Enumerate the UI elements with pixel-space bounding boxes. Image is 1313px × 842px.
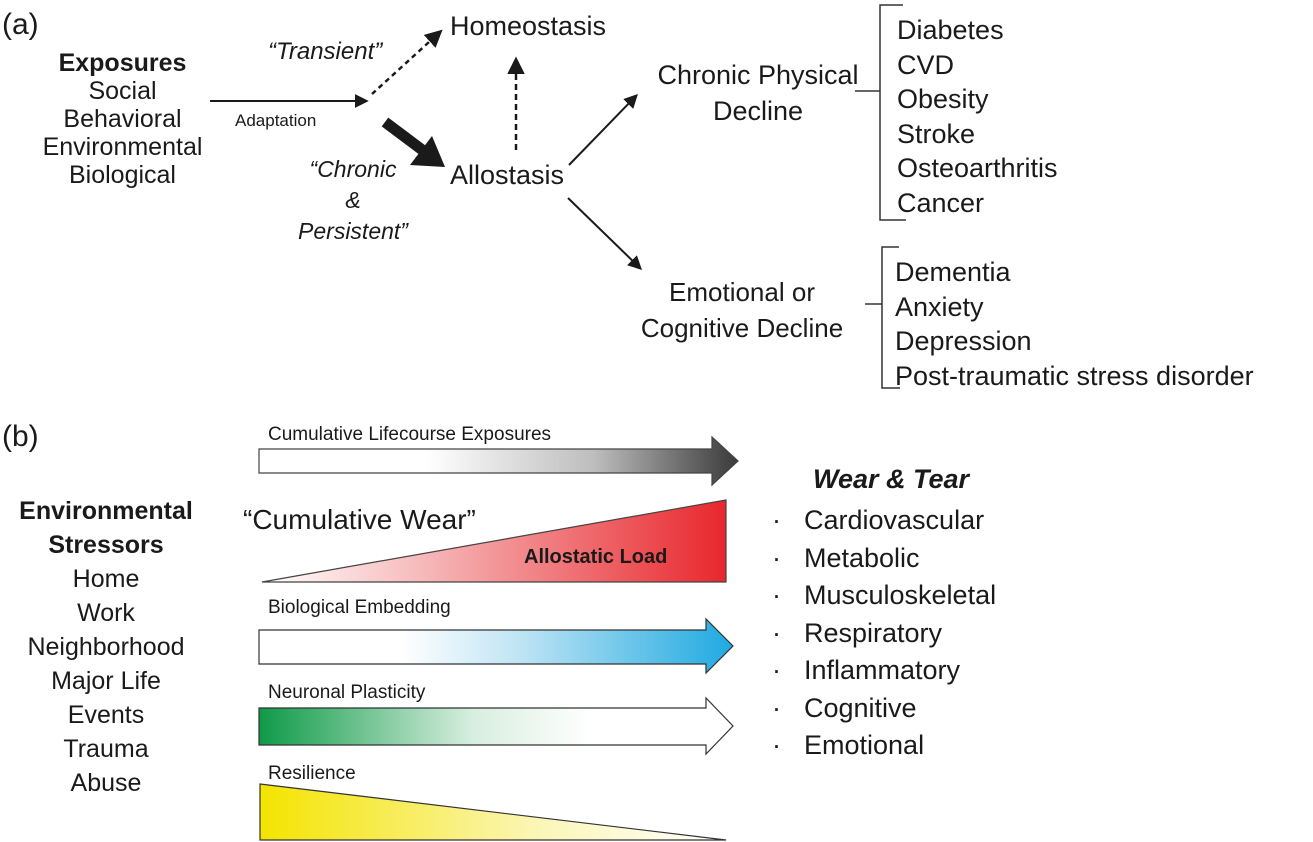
wear-tear-item: · Cognitive bbox=[772, 690, 996, 728]
exposures-title: Exposures bbox=[58, 49, 187, 77]
disorder-item: Depression bbox=[895, 326, 1032, 356]
wear-tear-item: · Cardiovascular bbox=[772, 502, 996, 540]
neuronal-plasticity-arrow bbox=[258, 696, 734, 756]
biological-embedding-arrow bbox=[258, 617, 734, 675]
wear-tear-title: Wear & Tear bbox=[813, 464, 970, 494]
wear-tear-item: · Metabolic bbox=[772, 540, 996, 578]
emotional-cognitive-node: Emotional or Cognitive Decline bbox=[612, 274, 872, 346]
disorder-item: Anxiety bbox=[895, 291, 984, 322]
wear-tear-list: · Cardiovascular · Metabolic · Musculoskele… bbox=[772, 502, 996, 765]
wear-tear-item-label: Emotional bbox=[804, 730, 925, 760]
cumulative-exposures-label: Cumulative Lifecourse Exposures bbox=[268, 424, 552, 445]
disease-item: Stroke bbox=[897, 118, 976, 149]
chronic-physical-title-line: Decline bbox=[712, 96, 804, 126]
stressors-title-line: Environmental bbox=[19, 497, 193, 525]
wear-tear-item: · Inflammatory bbox=[772, 652, 996, 690]
wear-tear-item: · Musculoskeletal bbox=[772, 577, 996, 615]
disease-item: Obesity bbox=[897, 84, 989, 114]
bullet-icon: · bbox=[772, 655, 781, 685]
stressor-item: Abuse bbox=[70, 769, 142, 797]
transient-label: “Transient” bbox=[268, 38, 383, 65]
stressor-item: Work bbox=[77, 599, 135, 627]
emotional-cognitive-title-line: Cognitive Decline bbox=[640, 313, 844, 343]
exposure-item: Social bbox=[88, 77, 157, 105]
bullet-icon: · bbox=[772, 542, 781, 573]
stressor-item: Home bbox=[72, 565, 140, 593]
panel-b-label: (b) bbox=[2, 420, 39, 453]
cumulative-exposures-arrow bbox=[258, 435, 739, 487]
chronic-physical-node: Chronic Physical Decline bbox=[640, 57, 876, 129]
wear-tear-item-label: Cardiovascular bbox=[804, 505, 985, 535]
disease-item: Diabetes bbox=[897, 15, 1004, 45]
chronic-label-line: & bbox=[345, 187, 361, 213]
chronic-physical-title-line: Chronic Physical bbox=[657, 60, 859, 90]
disorder-item: Post-traumatic stress disorder bbox=[895, 360, 1254, 391]
chronic-physical-list: Diabetes CVD Obesity Stroke Osteoarthrit… bbox=[897, 13, 1058, 220]
allostatic-load-label: Allostatic Load bbox=[524, 546, 668, 568]
chronic-physical-bracket bbox=[855, 4, 906, 221]
allostatic-load-wedge bbox=[261, 499, 727, 583]
emotional-cognitive-bracket bbox=[865, 246, 900, 389]
stressors-title-line: Stressors bbox=[48, 531, 164, 559]
stressor-item: Trauma bbox=[63, 735, 149, 763]
resilience-label: Resilience bbox=[268, 763, 356, 784]
stressor-item: Events bbox=[67, 701, 145, 729]
exposures-block: Exposures Social Behavioral Environmenta… bbox=[20, 49, 225, 189]
wear-tear-item-label: Respiratory bbox=[804, 617, 943, 648]
cumulative-wear-label: “Cumulative Wear” bbox=[243, 504, 476, 535]
disease-item: CVD bbox=[897, 49, 955, 80]
emotional-cognitive-title-line: Emotional or bbox=[669, 277, 815, 307]
neuronal-plasticity-label: Neuronal Plasticity bbox=[268, 682, 426, 703]
allostasis-node: Allostasis bbox=[450, 160, 565, 190]
wear-tear-item-label: Metabolic bbox=[804, 542, 920, 573]
wear-tear-item: · Emotional bbox=[772, 727, 996, 765]
chronic-label-line: “Chronic bbox=[309, 156, 397, 182]
panel-a-label: (a) bbox=[2, 8, 39, 41]
exposure-item: Behavioral bbox=[63, 105, 182, 133]
wear-tear-item-label: Cognitive bbox=[804, 692, 917, 723]
bullet-icon: · bbox=[772, 580, 781, 610]
disease-item: Cancer bbox=[897, 187, 985, 218]
wear-tear-item: · Respiratory bbox=[772, 615, 996, 653]
to-chronic-physical-arrow bbox=[568, 93, 638, 166]
adaptation-label: Adaptation bbox=[235, 111, 317, 130]
emotional-cognitive-list: Dementia Anxiety Depression Post-traumat… bbox=[895, 255, 1254, 393]
disorder-item: Dementia bbox=[895, 257, 1011, 287]
to-emotional-cognitive-arrow bbox=[567, 197, 643, 270]
chronic-persistent-label: “Chronic & Persistent” bbox=[288, 154, 418, 247]
wear-tear-item-label: Musculoskeletal bbox=[804, 580, 997, 610]
bullet-icon: · bbox=[772, 692, 781, 723]
transient-arrow bbox=[371, 29, 443, 95]
biological-embedding-label: Biological Embedding bbox=[268, 597, 451, 618]
bullet-icon: · bbox=[772, 505, 781, 535]
stressor-item: Major Life bbox=[51, 667, 161, 695]
stressor-item: Neighborhood bbox=[27, 633, 185, 661]
resilience-wedge bbox=[259, 783, 727, 841]
bullet-icon: · bbox=[772, 730, 781, 760]
wear-tear-item-label: Inflammatory bbox=[804, 655, 961, 685]
chronic-label-line: Persistent” bbox=[298, 218, 408, 244]
bullet-icon: · bbox=[772, 617, 781, 648]
stressors-block: Environmental Stressors Home Work Neighb… bbox=[0, 494, 212, 800]
disease-item: Osteoarthritis bbox=[897, 153, 1058, 183]
homeostasis-node: Homeostasis bbox=[450, 11, 607, 41]
chronic-persistent-arrow bbox=[381, 117, 445, 167]
exposure-item: Biological bbox=[68, 161, 176, 189]
exposure-item: Environmental bbox=[42, 133, 203, 161]
